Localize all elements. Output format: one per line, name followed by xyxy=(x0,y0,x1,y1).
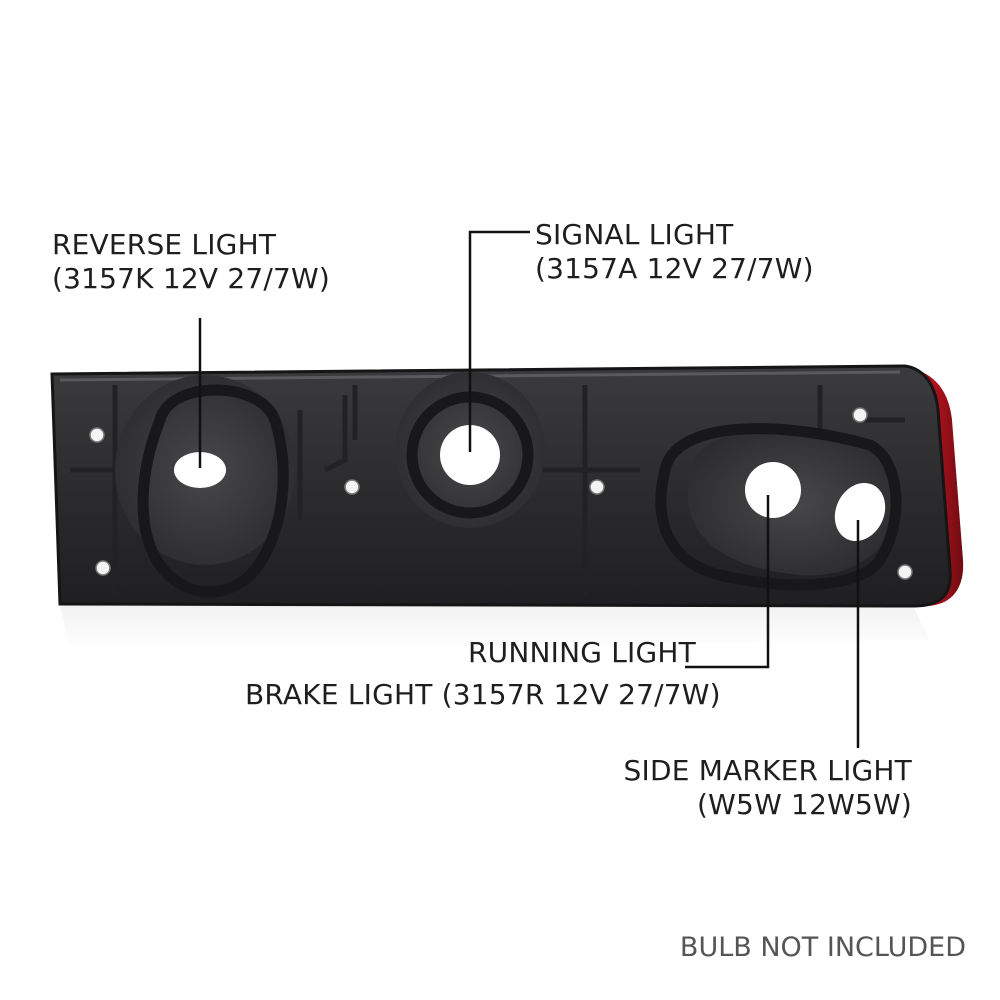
running-light-label: RUNNING LIGHT xyxy=(468,636,696,670)
housing-ribs xyxy=(70,385,905,595)
reverse-bulb-socket xyxy=(174,452,226,488)
brake-bulb-socket xyxy=(745,462,801,518)
side-marker-label: SIDE MARKER LIGHT (W5W 12W5W) xyxy=(624,754,912,821)
side-marker-socket xyxy=(834,482,886,542)
mounting-screws xyxy=(89,407,913,580)
reverse-light-name: REVERSE LIGHT xyxy=(52,228,277,261)
signal-leader xyxy=(468,230,530,452)
signal-bulb-socket xyxy=(440,425,500,485)
signal-light-spec: (3157A 12V 27/7W) xyxy=(535,251,814,285)
signal-light-name: SIGNAL LIGHT xyxy=(535,218,734,251)
side-marker-spec: (W5W 12W5W) xyxy=(697,787,912,821)
running-light-name: RUNNING LIGHT xyxy=(468,636,696,669)
brake-light-name: BRAKE LIGHT (3157R 12V 27/7W) xyxy=(245,678,721,711)
brake-gasket xyxy=(655,423,902,591)
bulb-not-included-note: BULB NOT INCLUDED xyxy=(679,932,966,963)
side-marker-name: SIDE MARKER LIGHT xyxy=(623,754,912,787)
reverse-light-label: REVERSE LIGHT (3157K 12V 27/7W) xyxy=(52,228,330,295)
reverse-light-spec: (3157K 12V 27/7W) xyxy=(52,261,331,295)
running-leader xyxy=(685,495,770,669)
reverse-gasket xyxy=(137,384,289,598)
leader-lines xyxy=(198,230,860,748)
signal-light-label: SIGNAL LIGHT (3157A 12V 27/7W) xyxy=(535,218,814,285)
housing-reflection xyxy=(60,600,930,650)
brake-light-label: BRAKE LIGHT (3157R 12V 27/7W) xyxy=(245,678,721,712)
